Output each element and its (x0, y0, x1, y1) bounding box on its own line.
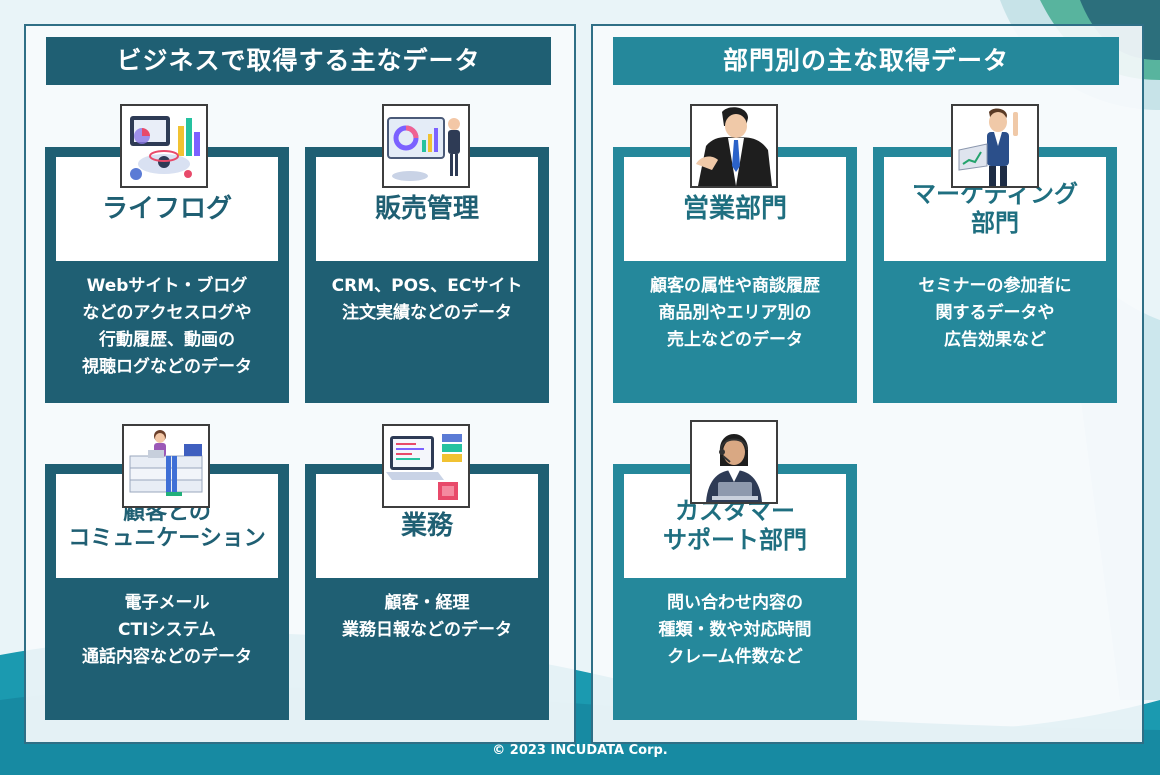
card-marketing-department: マーケティング 部門 セミナーの参加者に 関するデータや 広告効果など (873, 147, 1117, 403)
card-description: CRM、POS、ECサイト 注文実績などのデータ (331, 276, 523, 323)
card-description: 顧客の属性や商談履歴 商品別やエリア別の 売上などのデータ (650, 276, 820, 350)
analytics-dashboard-icon (120, 104, 208, 188)
laptop-code-server-icon (382, 424, 470, 508)
woman-laptop-documents-icon (122, 424, 210, 508)
copyright-text: © 2023 INCUDATA Corp. (492, 743, 668, 758)
support-operator-icon (690, 420, 778, 504)
presentation-chart-icon (382, 104, 470, 188)
card-sales-management: 販売管理 CRM、POS、ECサイト 注文実績などのデータ (305, 147, 549, 403)
presenter-laptop-icon (951, 104, 1039, 188)
card-lifelog: ライフログ Webサイト・ブログ などのアクセスログや 行動履歴、動画の 視聴ロ… (45, 147, 289, 403)
card-description: 電子メール CTIシステム 通話内容などのデータ (82, 593, 252, 667)
card-customer-support-department: カスタマー サポート部門 問い合わせ内容の 種類・数や対応時間 クレーム件数など (613, 464, 857, 720)
card-sales-department: 営業部門 顧客の属性や商談履歴 商品別やエリア別の 売上などのデータ (613, 147, 857, 403)
card-description: 顧客・経理 業務日報などのデータ (342, 593, 512, 640)
card-description: セミナーの参加者に 関するデータや 広告効果など (918, 276, 1072, 350)
panel-title: ビジネスで取得する主なデータ (46, 37, 551, 85)
businessman-icon (690, 104, 778, 188)
card-title: ライフログ (56, 157, 278, 261)
card-description: 問い合わせ内容の 種類・数や対応時間 クレーム件数など (658, 593, 812, 667)
card-description: Webサイト・ブログ などのアクセスログや 行動履歴、動画の 視聴ログなどのデー… (82, 276, 252, 377)
card-customer-communication: 顧客との コミュニケーション 電子メール CTIシステム 通話内容などのデータ (45, 464, 289, 720)
panel-title: 部門別の主な取得データ (613, 37, 1119, 85)
